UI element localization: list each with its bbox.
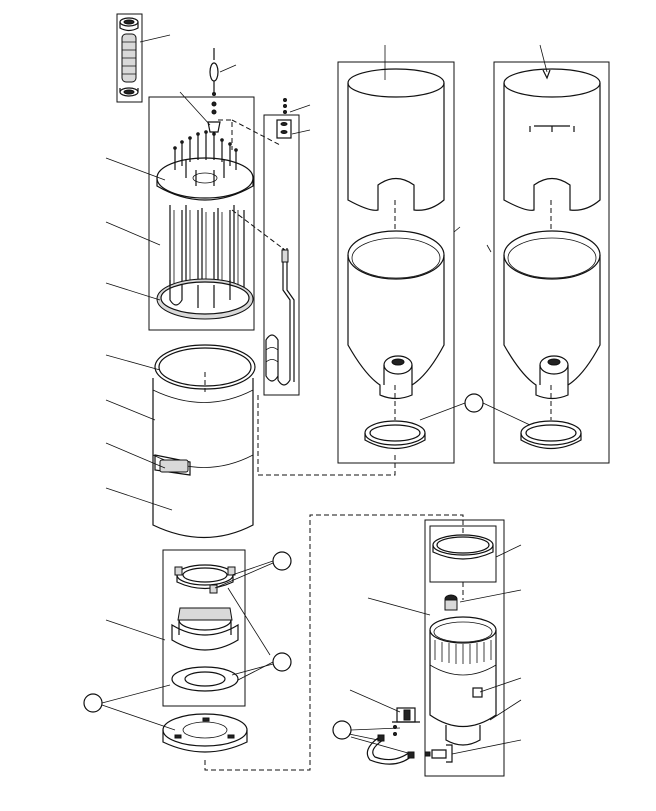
box-single-element-kit [263,114,300,396]
tank-body [152,378,254,538]
callout-circle-3 [272,652,292,672]
tick-mark-b [486,244,492,253]
dashed-connector-1 [218,119,233,150]
box-top-seal-kit [116,13,143,103]
box-cylinder-kit-a [337,61,455,464]
leader-lines [101,34,548,755]
dashed-connector-10 [204,514,464,771]
drain-cap [444,594,458,611]
drain-gasket [432,534,494,560]
thermostat-probe [209,48,219,96]
callout-circle-4 [83,693,103,713]
callout-circle-1 [464,393,484,413]
cylinder-b-sleeve [503,68,601,211]
top-seal-kit [119,17,139,97]
base-plate [162,713,248,753]
small-parts-kit [276,98,292,139]
cylinder-b-vessel [503,230,601,400]
callout-circle-5 [332,720,352,740]
fittings [207,101,221,133]
flat-gasket [171,666,239,692]
cylinder-a-retainer-ring [364,420,426,449]
box-cylinder-kit-b [493,61,610,464]
dashed-connector-2 [231,119,281,146]
tank-gasket-ring [154,344,256,390]
tick-mark-a [453,226,461,233]
dashed-connector-5 [257,395,396,476]
box-heating-element-assembly [148,96,255,331]
dashed-connector-3 [231,209,286,251]
heating-element-assembly [156,130,254,320]
base-adapter [171,607,239,651]
drain-hose [366,734,415,765]
callout-circle-2 [272,551,292,571]
locking-ring [174,564,236,594]
box-base-ring-kit [162,549,246,707]
cylinder-b-retainer-ring [520,420,582,449]
single-heating-element [265,248,295,386]
cylinder-a-sleeve [347,68,445,211]
box-drain-assembly [424,519,505,777]
cylinder-a-vessel [347,230,445,400]
drain-housing [429,616,497,746]
solenoid-valve [392,707,420,736]
drain-valve-fitting [424,744,453,763]
